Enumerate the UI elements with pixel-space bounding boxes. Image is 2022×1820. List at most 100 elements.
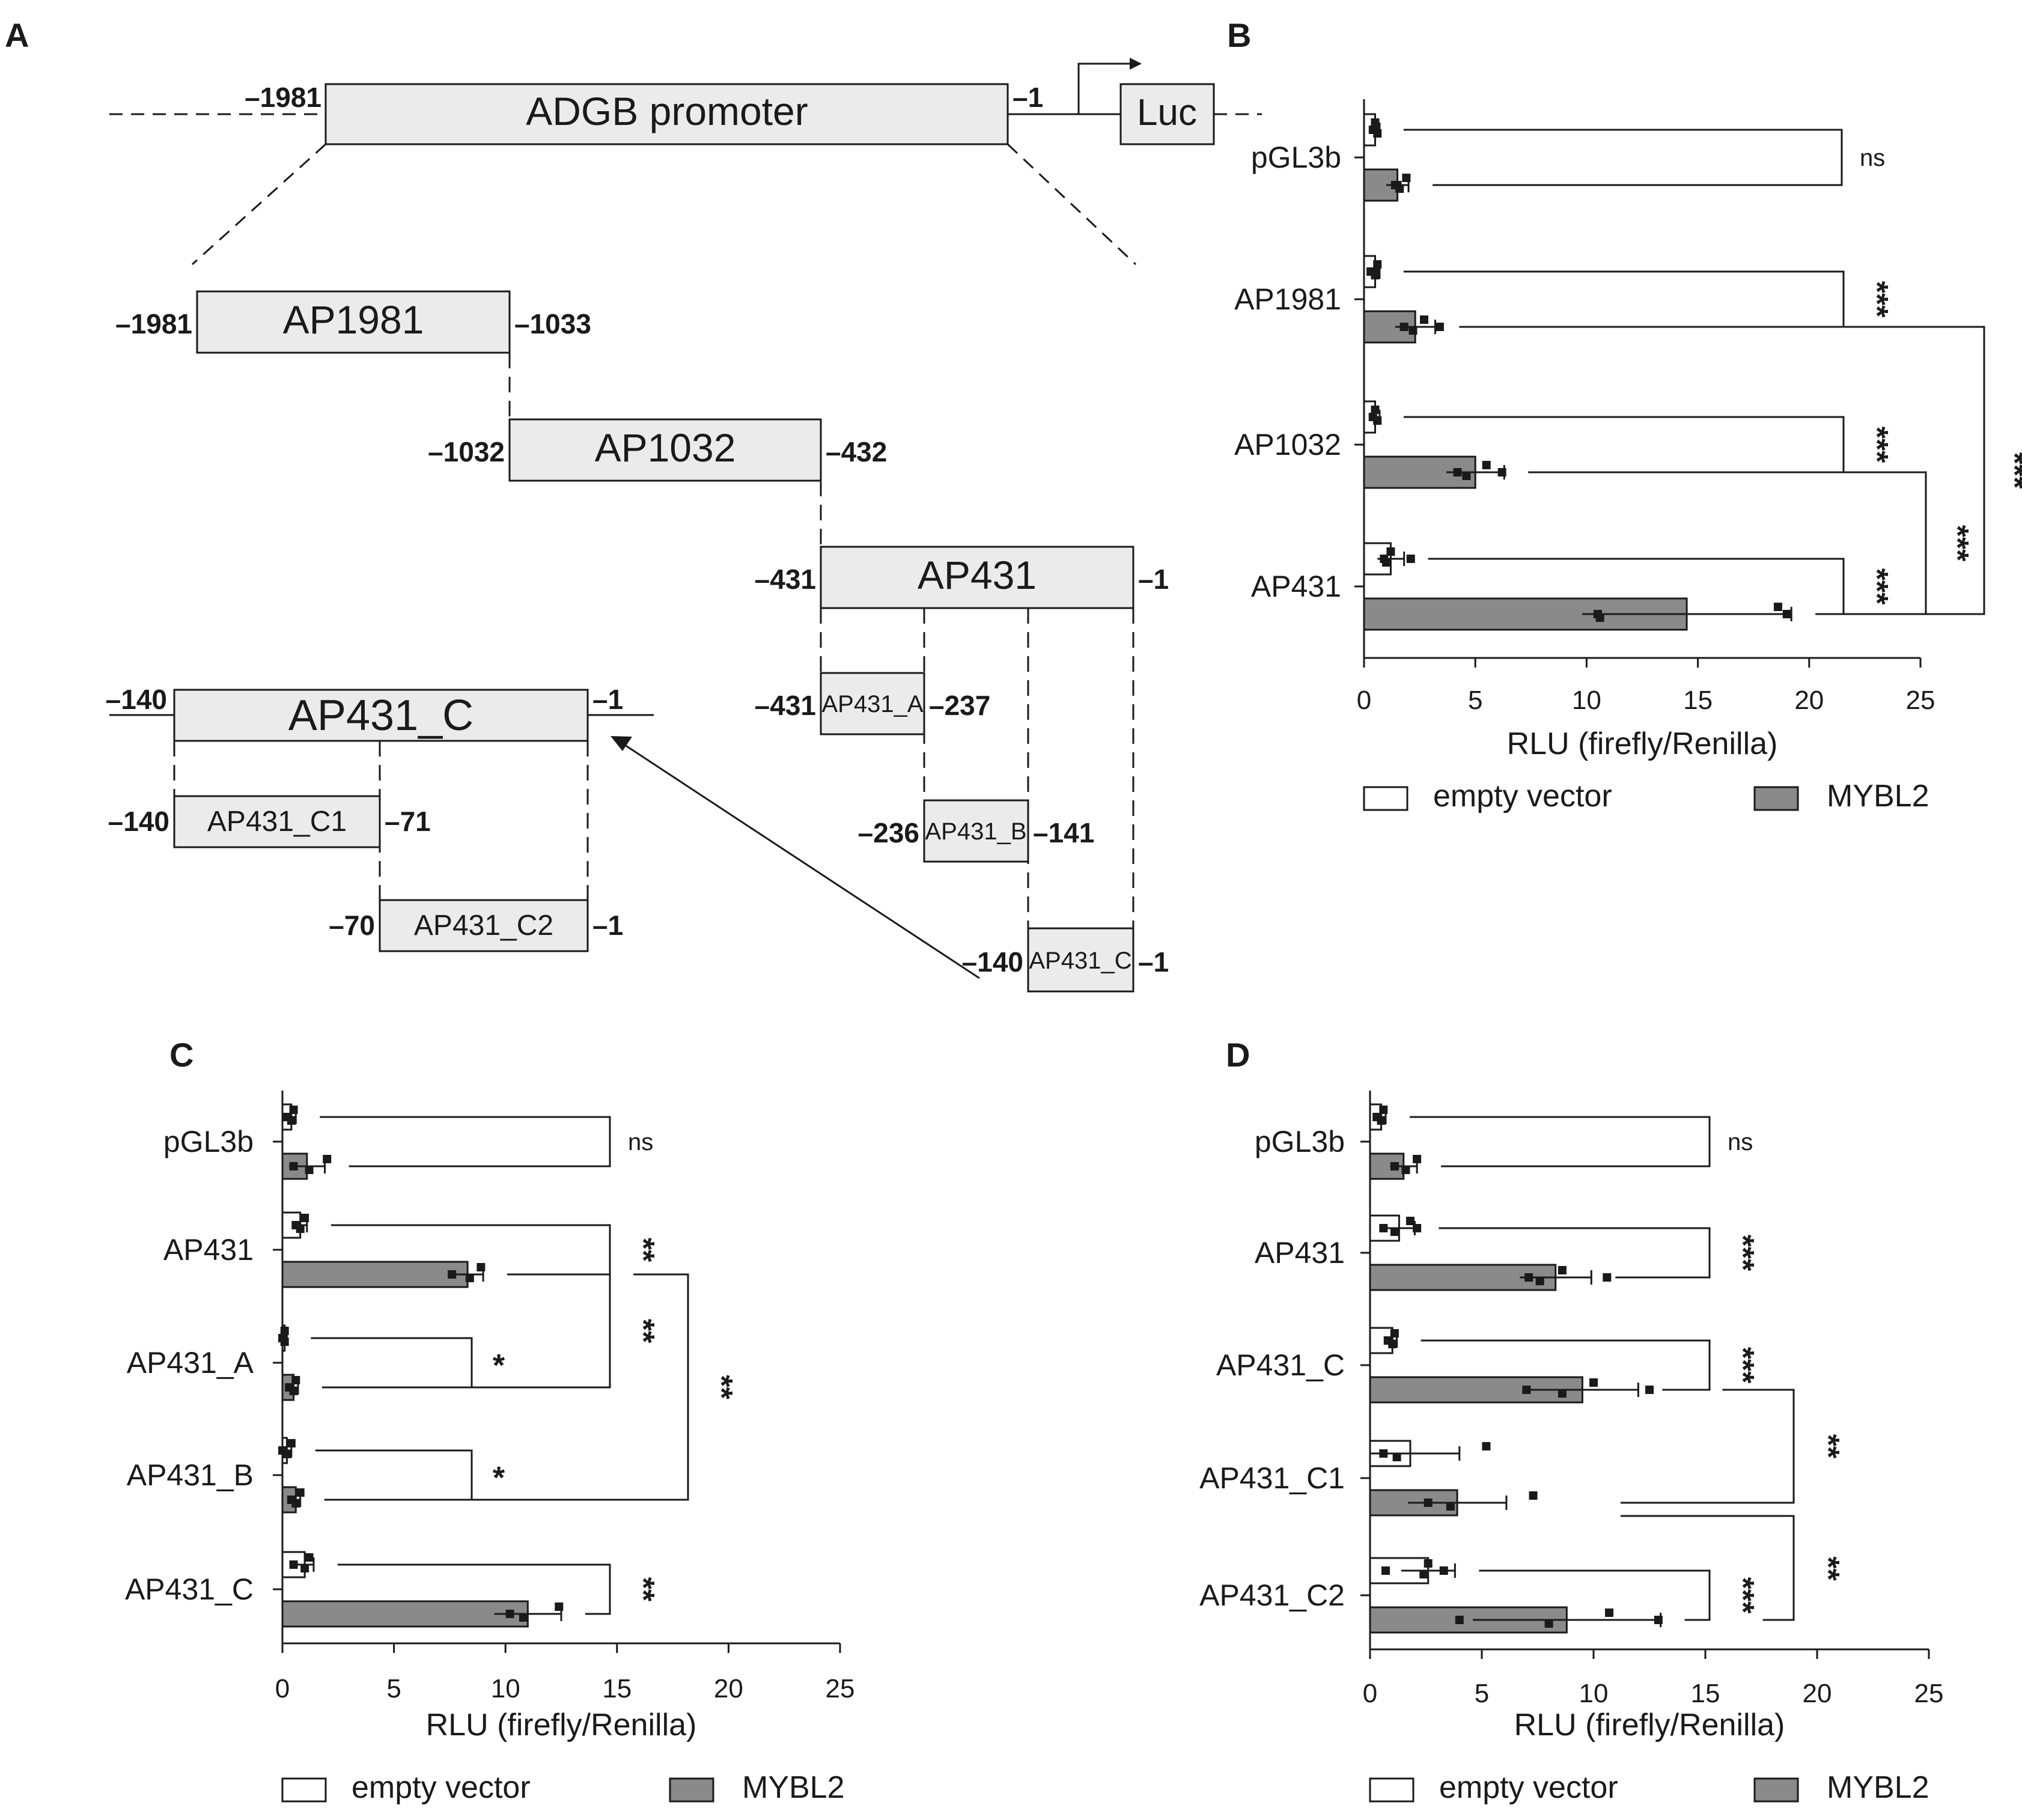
promoter-diagram [109, 58, 1262, 993]
category-label: AP431_A [127, 1346, 254, 1380]
data-point [1645, 1386, 1654, 1394]
ap431-c-label: AP431_C [1029, 948, 1131, 974]
x-tick-label: 25 [1906, 686, 1935, 715]
significance-label: ** [626, 1577, 660, 1602]
ap431-b-end: –141 [1033, 817, 1094, 848]
ap431-c-big-end: –1 [592, 684, 623, 715]
category-label: AP431 [163, 1233, 254, 1267]
data-point [291, 1499, 300, 1508]
data-point [1424, 1559, 1433, 1568]
data-point [1558, 1266, 1567, 1274]
legend-swatch-empty-vector [1363, 786, 1408, 811]
data-point [291, 1376, 300, 1384]
between-bracket [390, 1273, 689, 1501]
x-tick-label: 0 [275, 1674, 290, 1703]
panel-label-b: B [1227, 16, 1251, 54]
significance-label: *** [1725, 1235, 1760, 1271]
category-label: AP431_C1 [1199, 1461, 1345, 1495]
data-point [1377, 1116, 1386, 1125]
ap1981-label: AP1981 [283, 297, 424, 342]
between-bracket [1528, 471, 1927, 615]
ap431-c2-box [379, 899, 589, 952]
panel-label-a: A [5, 16, 29, 54]
data-point [1413, 1224, 1422, 1232]
ap431-b-box [923, 799, 1029, 863]
significance-label: *** [1859, 281, 1894, 318]
significance-bracket [315, 1449, 473, 1501]
ap1981-box [196, 290, 511, 354]
panel-label-c: C [169, 1036, 193, 1074]
legend-label-mybl2: MYBL2 [742, 1770, 845, 1805]
data-point [1405, 1217, 1414, 1225]
data-point [1373, 260, 1382, 269]
x-tick-label: 25 [1914, 1679, 1944, 1708]
ap1981-start: –1981 [115, 308, 192, 339]
category-label: AP431 [1255, 1236, 1345, 1270]
between-significance-label: ** [704, 1375, 738, 1399]
category-label: pGL3b [163, 1125, 254, 1158]
data-point [448, 1270, 457, 1279]
data-point [1386, 547, 1395, 556]
zoom-arrow-head [611, 736, 632, 751]
data-point [1455, 1616, 1464, 1624]
significance-bracket [1403, 270, 1845, 328]
data-point [287, 1116, 296, 1125]
significance-bracket [1428, 558, 1845, 615]
ap431-label: AP431 [918, 553, 1037, 597]
x-tick-label: 10 [1579, 1679, 1609, 1708]
data-point [1482, 461, 1491, 469]
data-point [1390, 1228, 1399, 1236]
ap431-a-start: –431 [755, 690, 816, 721]
between-bracket [1459, 326, 1985, 615]
legend-label-mybl2: MYBL2 [1827, 779, 1929, 814]
between-significance-label: ** [1810, 1434, 1845, 1459]
ap431-box [820, 546, 1134, 609]
significance-bracket [311, 1337, 473, 1389]
ap431-c-end: –1 [1138, 946, 1169, 978]
promoter-end: –1 [1013, 82, 1043, 113]
zoom-line-left [191, 143, 327, 266]
data-point [465, 1274, 474, 1282]
x-tick-label: 15 [602, 1674, 632, 1703]
data-point [1439, 1566, 1448, 1575]
zoom-arrow [624, 744, 980, 979]
zoom-line-right [1006, 143, 1137, 266]
significance-label: ns [1728, 1129, 1753, 1155]
data-point [1392, 1453, 1401, 1461]
x-tick-label: 10 [1572, 686, 1601, 715]
data-point [1402, 174, 1411, 182]
ap1032-end: –432 [826, 436, 887, 467]
ap431-a-box [820, 672, 925, 735]
legend-label-mybl2: MYBL2 [1827, 1770, 1929, 1805]
ap431-b-label: AP431_B [925, 818, 1026, 845]
data-point [1371, 406, 1380, 414]
data-point [1381, 1566, 1390, 1575]
data-point [1371, 118, 1380, 127]
data-point [289, 1106, 298, 1114]
x-tick-label: 10 [491, 1674, 520, 1703]
significance-label: *** [1725, 1577, 1760, 1614]
data-point [323, 1155, 332, 1163]
data-point [1446, 1502, 1455, 1511]
data-point [300, 1564, 309, 1572]
promoter-start: –1981 [245, 82, 321, 113]
significance-bracket [1421, 1339, 1711, 1391]
significance-label: * [493, 1461, 505, 1496]
data-point [1399, 323, 1408, 331]
x-tick-label: 25 [826, 1674, 855, 1703]
luc-label: Luc [1137, 92, 1197, 133]
data-point [1371, 126, 1380, 134]
category-label: AP431_C [125, 1572, 254, 1606]
data-point [1482, 1442, 1491, 1450]
bar-mybl2 [281, 1600, 529, 1628]
data-point [1544, 1619, 1553, 1628]
data-point [300, 1214, 309, 1222]
legend-label-empty-vector: empty vector [352, 1770, 531, 1805]
ap1032-start: –1032 [428, 436, 505, 467]
significance-bracket [1439, 1227, 1711, 1279]
data-point [477, 1263, 486, 1271]
data-point [1595, 613, 1604, 622]
